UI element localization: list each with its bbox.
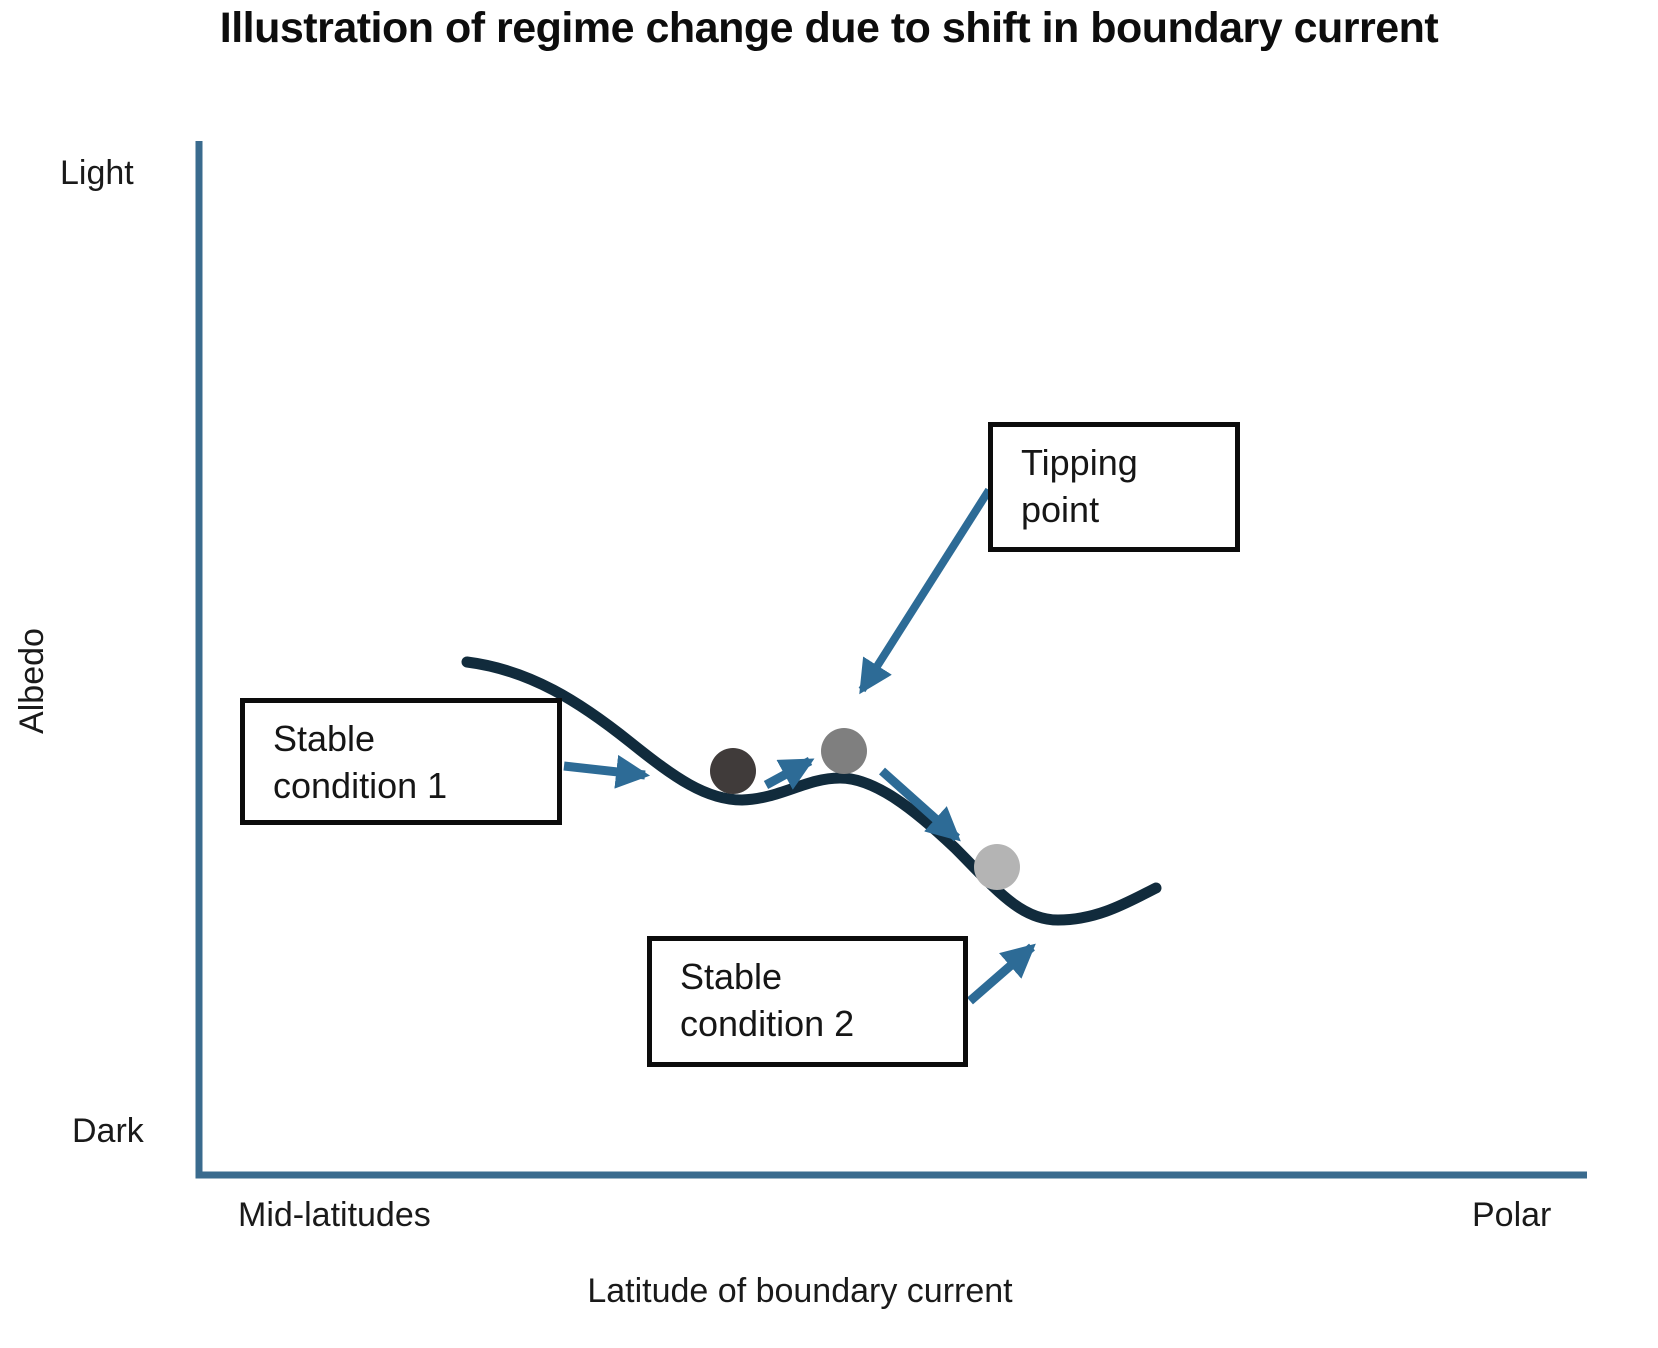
annotation-tipping-point: Tipping point (988, 422, 1240, 552)
annotation-line: Tipping (1021, 442, 1138, 483)
arrow-tipping-box-to-crest (858, 487, 993, 695)
arrow-valley-to-crest (763, 757, 815, 790)
annotation-line: Stable (680, 956, 783, 997)
y-axis-bottom-label: Dark (72, 1112, 144, 1150)
x-axis-left-label: Mid-latitudes (238, 1196, 431, 1234)
x-axis-right-label: Polar (1472, 1196, 1552, 1234)
annotation-line: condition 2 (680, 1003, 855, 1044)
annotation-line: condition 1 (273, 765, 448, 806)
x-axis-title: Latitude of boundary current (587, 1272, 1013, 1310)
ball-tipping-point (821, 728, 867, 774)
annotation-line: point (1021, 489, 1100, 530)
annotation-stable-condition-2: Stable condition 2 (647, 936, 968, 1067)
annotation-line: Stable (273, 718, 376, 759)
y-axis-top-label: Light (60, 154, 134, 192)
ball-stable-condition-1 (710, 748, 756, 794)
annotation-stable-condition-1: Stable condition 1 (240, 698, 562, 825)
figure-title: Illustration of regime change due to shi… (219, 4, 1439, 52)
ball-stable-condition-2 (974, 844, 1020, 890)
axes-lines (195, 141, 1587, 1179)
arrow-crest-to-slope (879, 767, 961, 842)
arrow-stable2-to-valley (967, 943, 1036, 1005)
arrow-stable1-to-valley (563, 754, 651, 789)
stability-curve (461, 656, 1162, 926)
